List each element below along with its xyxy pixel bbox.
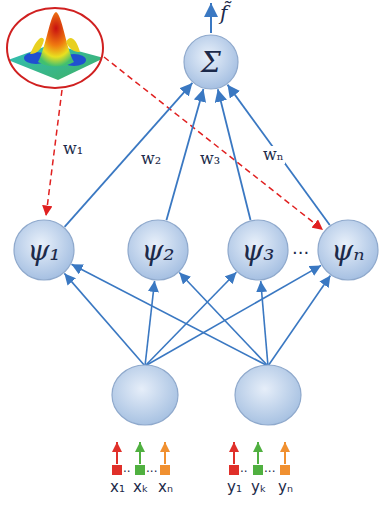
wavelet-neuron: ψ₁ xyxy=(13,219,75,281)
weight-label: w₂ xyxy=(140,150,162,168)
wavelet-neuron: ψ₂ xyxy=(127,219,189,281)
input-signals xyxy=(112,442,290,475)
ellipsis: ... xyxy=(292,238,309,258)
wavelet-inset xyxy=(7,8,104,88)
ellipsis: .. xyxy=(123,462,131,475)
input-name: y₁ xyxy=(227,479,242,496)
input-name: xₙ xyxy=(158,479,173,496)
weight-connection xyxy=(227,85,329,225)
neuron-symbol: ψ₂ xyxy=(141,234,174,267)
pointer-arrow xyxy=(46,90,62,216)
input-name: xₖ xyxy=(133,479,148,496)
neuron-symbol: ψ₃ xyxy=(241,234,274,267)
neuron-symbol: Σ xyxy=(201,46,221,79)
sum-neuron: Σ xyxy=(183,34,239,90)
input-wires xyxy=(64,264,330,366)
input-name: yₖ xyxy=(251,479,266,496)
weight-connection xyxy=(166,89,203,220)
weight-label: w₁ xyxy=(62,140,84,158)
weight-label: w₃ xyxy=(199,150,221,168)
wavelet-neuron: ψₙ xyxy=(317,219,379,281)
input-name: x₁ xyxy=(110,479,125,496)
output-label: f̃ xyxy=(219,2,228,24)
input-neuron xyxy=(112,365,178,425)
output-arrow xyxy=(210,3,212,33)
input-neuron xyxy=(235,365,301,425)
ellipsis: ... xyxy=(264,462,275,475)
ellipsis: ... xyxy=(146,462,157,475)
ellipsis: .. xyxy=(240,462,248,475)
weight-label: wₙ xyxy=(262,146,285,164)
input-name: yₙ xyxy=(278,479,293,496)
wavelet-neuron: ψ₃ xyxy=(227,219,289,281)
neuron-symbol: ψ₁ xyxy=(27,234,60,267)
neuron-symbol: ψₙ xyxy=(331,234,364,267)
